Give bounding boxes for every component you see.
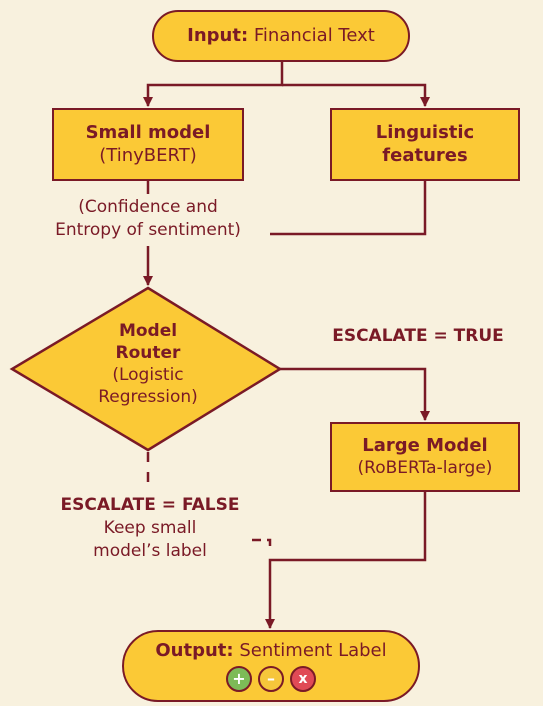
- neutral-icon: –: [258, 666, 284, 693]
- small-model-node: Small model (TinyBERT): [52, 108, 244, 181]
- sentiment-icons: + – x: [226, 666, 316, 693]
- edge-large-output: [265, 492, 427, 629]
- output-label: Output:: [155, 639, 234, 661]
- edge-input-linguistic: [282, 83, 430, 107]
- router-line1: Model: [118, 321, 178, 341]
- linguistic-line2: features: [382, 144, 468, 166]
- output-node: Output: Sentiment Label + – x: [122, 630, 420, 702]
- escalate-false-line2: model’s label: [93, 540, 207, 561]
- confidence-line1: (Confidence and: [78, 197, 218, 217]
- edge-input-split: [143, 60, 284, 107]
- positive-icon: +: [226, 666, 252, 693]
- large-model-title: Large Model: [362, 435, 488, 457]
- router-label: Model Router (Logistic Regression): [58, 320, 238, 408]
- output-text: Sentiment Label: [239, 639, 387, 661]
- small-model-sub: (TinyBERT): [99, 144, 197, 166]
- linguistic-features-node: Linguistic features: [330, 108, 520, 181]
- router-line2: Router: [115, 343, 181, 364]
- escalate-true-label: ESCALATE = TRUE: [332, 326, 504, 346]
- router-line4: Regression): [98, 387, 198, 408]
- input-label: Input:: [187, 24, 249, 46]
- input-node: Input: Financial Text: [152, 10, 410, 62]
- edge-linguistic-confidence: [270, 181, 427, 236]
- linguistic-line1: Linguistic: [375, 122, 475, 143]
- router-diamond: [9, 286, 283, 452]
- negative-icon: x: [290, 666, 316, 693]
- confidence-label: (Confidence and Entropy of sentiment): [30, 196, 266, 242]
- input-text: Financial Text: [253, 24, 375, 46]
- confidence-line2: Entropy of sentiment): [55, 219, 241, 240]
- escalate-false-line1: Keep small: [103, 517, 197, 538]
- escalate-false-label: ESCALATE = FALSE Keep small model’s labe…: [40, 494, 260, 563]
- large-model-sub: (RoBERTa-large): [357, 457, 493, 478]
- small-model-title: Small model: [85, 122, 211, 143]
- edge-false-merge: [252, 538, 272, 552]
- router-line3: (Logistic: [112, 365, 184, 386]
- escalate-false-title: ESCALATE = FALSE: [60, 495, 240, 515]
- edge-router-large: [280, 367, 430, 421]
- large-model-node: Large Model (RoBERTa-large): [330, 422, 520, 492]
